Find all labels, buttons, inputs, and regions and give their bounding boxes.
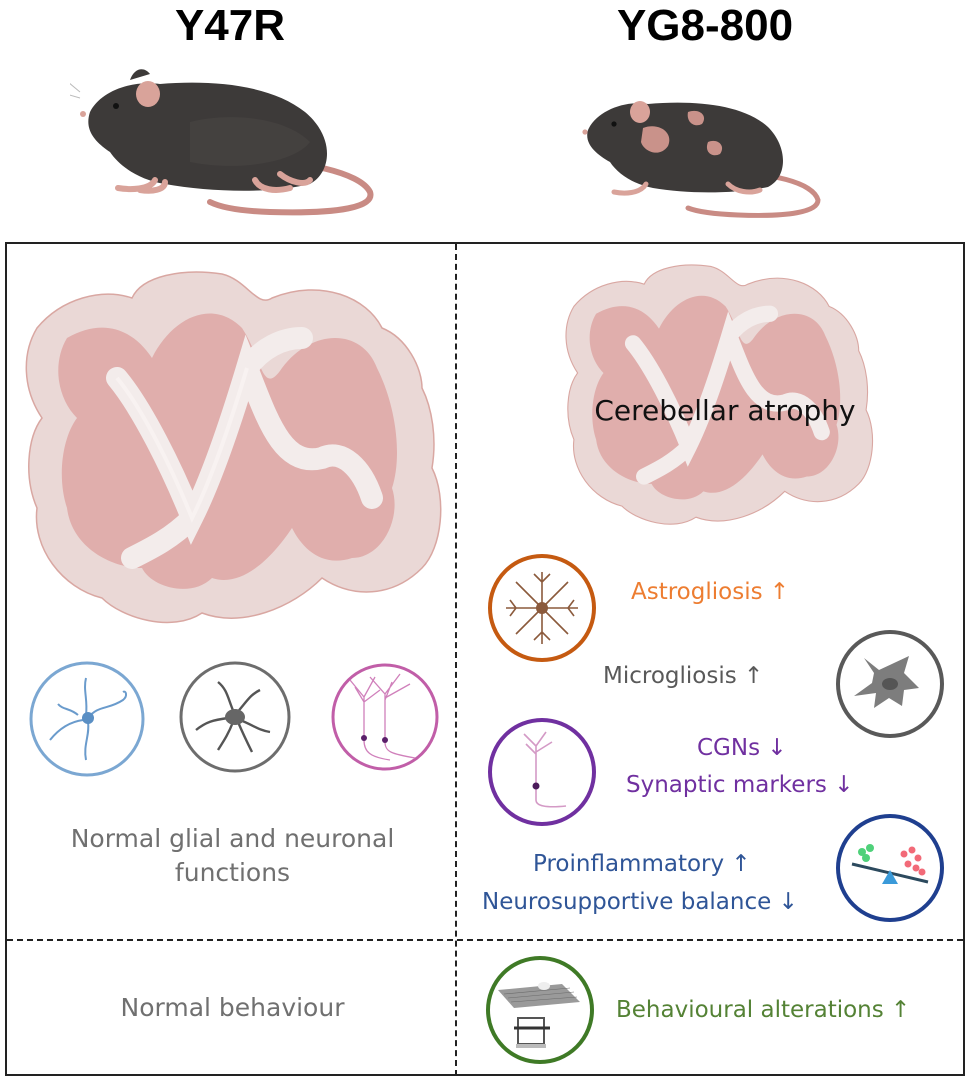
title-yg8-800: YG8-800 (616, 1, 794, 50)
cerebellum-y47r-illustration (22, 268, 447, 633)
vertical-divider (455, 244, 457, 1076)
astrogliosis-text: Astrogliosis ↑ (631, 579, 790, 605)
behavioural-alterations-text: Behavioural alterations ↑ (616, 997, 911, 1023)
synaptic-markers-text: Synaptic markers ↓ (626, 772, 854, 798)
neurosupportive-balance-text: Neurosupportive balance ↓ (482, 889, 798, 915)
title-y47r: Y47R (174, 1, 286, 50)
astrocyte-icon (28, 660, 148, 778)
microgliosis-text: Microgliosis ↑ (603, 663, 764, 689)
mouse-y47r-illustration (70, 62, 390, 222)
neuron-granule-icon (486, 716, 598, 828)
cgns-text: CGNs ↓ (697, 735, 787, 761)
astrocyte-reactive-icon (486, 552, 598, 664)
balance-scale-icon (834, 812, 946, 924)
microglia-icon (178, 660, 292, 774)
horizontal-divider (7, 939, 963, 941)
behaviour-apparatus-icon (484, 954, 596, 1066)
proinflammatory-text: Proinflammatory ↑ (533, 851, 751, 877)
normal-behaviour-text: Normal behaviour (120, 993, 345, 1022)
cerebellum-yg8-800-illustration (555, 262, 885, 532)
neurons-icon (330, 662, 440, 772)
cerebellar-atrophy-label: Cerebellar atrophy (594, 394, 856, 427)
normal-functions-line1: Normal glial and neuronal (70, 824, 395, 853)
microglia-reactive-icon (834, 628, 946, 740)
normal-functions-line2: functions (174, 858, 291, 887)
mouse-yg8-800-illustration (578, 82, 838, 222)
comparison-frame (5, 242, 965, 1076)
normal-functions-text: Normal glial and neuronal functions (10, 822, 455, 890)
